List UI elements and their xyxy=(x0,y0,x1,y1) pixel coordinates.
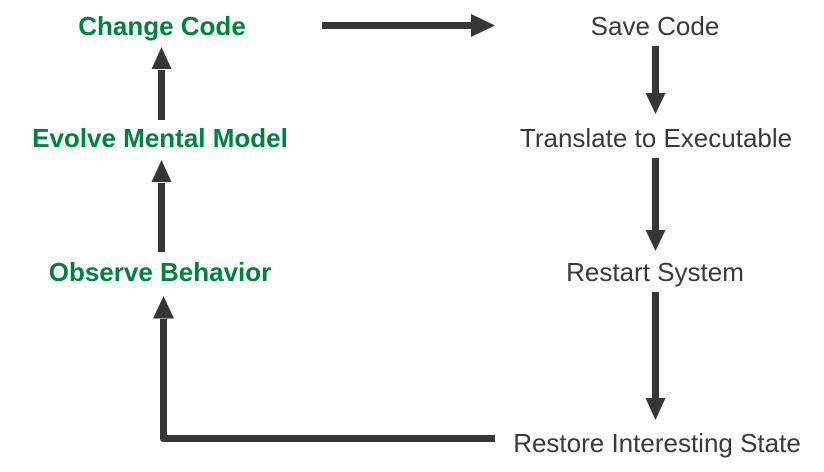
arrow-restore-to-observe-icon xyxy=(153,296,495,442)
arrow-save-code-to-translate-icon xyxy=(645,46,666,114)
arrow-evolve-to-change-icon xyxy=(151,47,172,120)
node-change-code: Change Code xyxy=(78,11,246,41)
node-save-code: Save Code xyxy=(590,11,720,41)
node-restart-system: Restart System xyxy=(566,257,744,287)
arrow-translate-to-restart-icon xyxy=(645,158,666,251)
node-translate-to-executable: Translate to Executable xyxy=(519,123,793,153)
arrow-change-code-to-save-code-icon xyxy=(322,14,495,37)
arrow-restart-to-restore-icon xyxy=(645,292,666,420)
node-observe-behavior: Observe Behavior xyxy=(48,257,272,287)
node-evolve-mental-model: Evolve Mental Model xyxy=(32,123,288,153)
arrow-observe-to-evolve-icon xyxy=(151,160,172,252)
node-restore-interesting-state: Restore Interesting State xyxy=(513,428,801,458)
